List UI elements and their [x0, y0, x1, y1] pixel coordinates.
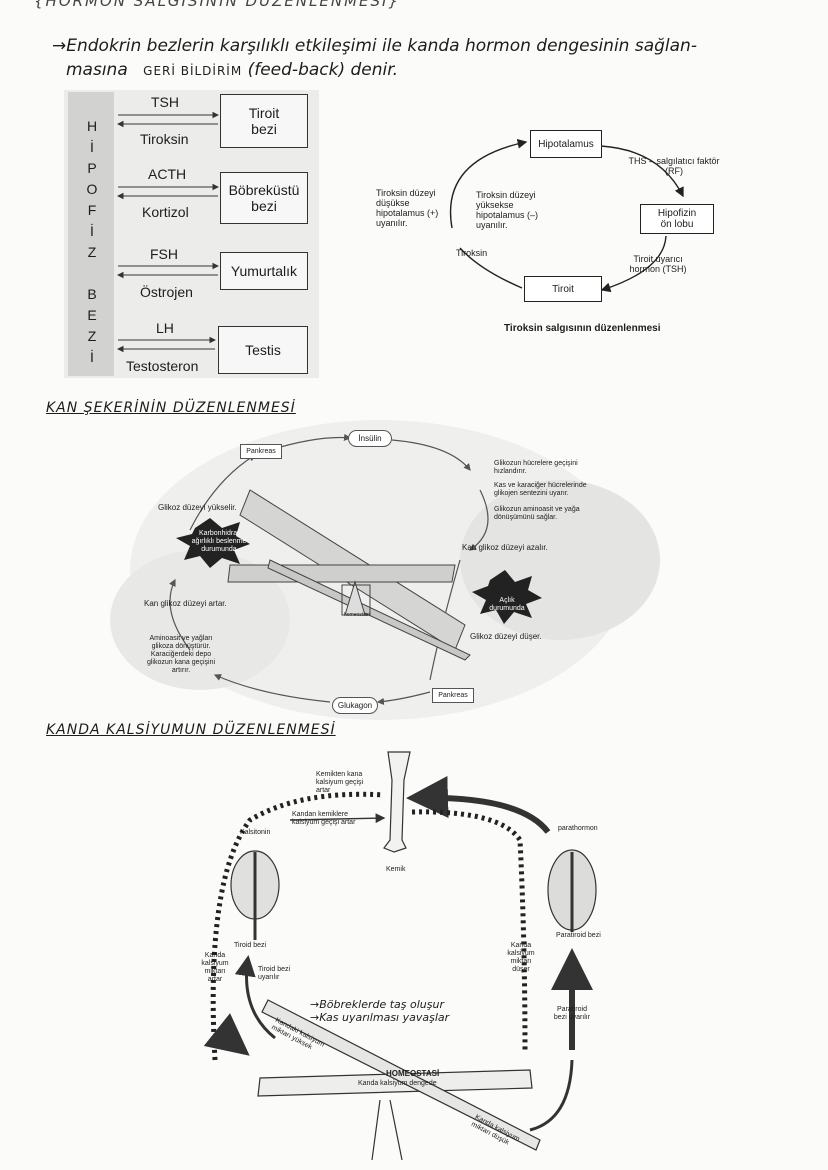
hipofiz-letter: İ	[90, 349, 94, 365]
tsh-label: TSH	[151, 94, 179, 110]
target-line: bezi	[251, 198, 277, 214]
target-line: Tiroit	[248, 105, 280, 121]
lh-label: LH	[156, 320, 174, 336]
definition-prefix: masına	[66, 60, 128, 80]
tiroid-uyarilir-label: Tiroid bezi uyarılır	[258, 966, 291, 981]
hipofiz-letter: O	[86, 181, 98, 197]
tiroksin-cycle-label: Tiroksin	[456, 248, 488, 258]
cut-title: {HORMON SALGISININ DÜZENLENMESİ}	[34, 0, 401, 10]
parathormon-label: parathormon	[558, 825, 598, 832]
tiroid-bezi-label: Tiroid bezi	[234, 942, 267, 949]
ostrojen-label: Östrojen	[140, 284, 193, 300]
ths-label: THS – salgılatıcı faktör (RF)	[628, 156, 720, 176]
hipofiz-arrows	[116, 111, 220, 353]
kan-glikoz-artar-label: Kan glikoz düzeyi artar.	[144, 599, 227, 608]
hipofiz-letter: İ	[90, 223, 94, 239]
yumurtalik-box: Yumurtalık	[220, 252, 308, 290]
kanda-artar-label: Kanda kalsiyum miktarı artar	[201, 952, 229, 983]
tiroit-box: Tiroit	[524, 276, 602, 302]
kan-glikoz-azalir-label: Kan glikoz düzeyi azalır.	[462, 543, 548, 552]
bobrekustu-bezi-box: Böbreküstü bezi	[220, 172, 308, 224]
fsh-label: FSH	[150, 246, 178, 262]
hipofiz-letter: H	[86, 118, 98, 134]
hipofiz-letter: Z	[87, 328, 97, 344]
glukagon-effects: Aminoasit ve yağları glikoza dönüştürür.…	[146, 635, 216, 674]
paratiroid-bezi-label: Paratiroid bezi	[556, 932, 601, 939]
kanda-duser-label: Kanda kalsiyum miktarı düşer	[507, 942, 535, 973]
geri-bildirim-label: GERİ BİLDİRİM	[143, 64, 243, 78]
target-line: Böbreküstü	[228, 182, 300, 198]
testis-box: Testis	[218, 326, 308, 374]
kan-sekeri-diagram	[110, 420, 660, 720]
glikoz-duser-label: Glikoz düzeyi düşer.	[470, 632, 542, 641]
low-tiroksin-note: Tiroksin düzeyi düşükse hipotalamus (+) …	[376, 188, 439, 228]
high-tiroksin-note: Tiroksin düzeyi yüksekse hipotalamus (–)…	[476, 190, 539, 230]
tiroksin-caption: Tiroksin salgısının düzenlenmesi	[504, 323, 661, 334]
hipofiz-line: Hipofizin	[657, 208, 697, 219]
glukagon-label: Glukagon	[332, 697, 378, 714]
hipofiz-column	[68, 92, 114, 376]
hipofiz-letter: P	[87, 160, 97, 176]
kemik-label: Kemik	[386, 866, 406, 873]
target-line: bezi	[251, 121, 277, 137]
kemikten-label: Kemikten kana kalsiyum geçişi artar	[316, 771, 364, 794]
hipofiz-line: ön lobu	[660, 219, 694, 230]
kandan-label: Kandan kemiklere kalsiyum geçişi artar	[292, 811, 356, 826]
homeostasi-label: HOMEOSTASİ	[386, 1069, 440, 1078]
hipofiz-letter: E	[87, 307, 97, 323]
denge-label: Kanda kalsiyum dengede	[358, 1080, 437, 1087]
target-line: Testis	[245, 342, 281, 358]
paratiroid-uyarilir-label: Paratiroid bezi uyarılır	[553, 1006, 591, 1021]
kalsitonin-label: Kalsitonin	[240, 829, 271, 836]
seesaw-label: homeostasi	[344, 612, 370, 618]
pankreas-bottom-box: Pankreas	[432, 688, 474, 703]
acth-label: ACTH	[148, 166, 187, 182]
kalsiyum-diagram	[203, 751, 597, 1160]
tsh-hormone-label: Tiroit uyarıcı hormon (TSH)	[629, 254, 687, 274]
target-line: Yumurtalık	[230, 263, 298, 279]
glikoz-yukselir-label: Glikoz düzeyi yükselir.	[158, 503, 237, 512]
kan-sekeri-title: KAN ŞEKERİNİN DÜZENLENMESİ	[46, 400, 296, 416]
hipofiz-vertical-label: H İ P O F İ Z B E Z İ	[80, 118, 104, 370]
definition-suffix: (feed-back) denir.	[247, 60, 399, 80]
kas-uyarilma-note: →Kas uyarılması yavaşlar	[310, 1011, 450, 1024]
definition-line-2: masına GERİ BİLDİRİM (feed-back) denir.	[66, 60, 398, 80]
insulin-effect-2: Kas ve karaciğer hücrelerinde glikojen s…	[494, 482, 587, 497]
karbonhidrat-burst-label: Karbonhidrat ağırlıklı beslenme durumund…	[191, 530, 247, 553]
pankreas-top-box: Pankreas	[240, 444, 282, 459]
bobrek-tas-note: →Böbreklerde taş oluşur	[310, 998, 444, 1011]
definition-line-1: →Endokrin bezlerin karşılıklı etkileşimi…	[52, 36, 697, 56]
hipofiz-on-lobu-box: Hipofizin ön lobu	[640, 204, 714, 234]
tiroksin-cycle-arrows	[449, 138, 684, 293]
tiroksin-label: Tiroksin	[140, 131, 189, 147]
insulin-effect-1: Glikozun hücrelere geçişini hızlandırır.	[494, 460, 578, 475]
insulin-label: İnsülin	[348, 430, 392, 447]
hipotalamus-box: Hipotalamus	[530, 130, 602, 158]
hipofiz-letter: Z	[87, 244, 97, 260]
testosteron-label: Testosteron	[126, 358, 199, 374]
hipofiz-letter: B	[87, 286, 97, 302]
insulin-effect-3: Glikozun aminoasit ve yağa dönüşümünü sa…	[494, 506, 580, 521]
kortizol-label: Kortizol	[142, 204, 189, 220]
aclik-burst-label: Açlık durumunda	[489, 597, 525, 612]
tiroit-bezi-box: Tiroit bezi	[220, 94, 308, 148]
kalsiyum-title: KANDA KALSİYUMUN DÜZENLENMESİ	[46, 722, 336, 738]
hipofiz-letter: F	[87, 202, 97, 218]
hipofiz-letter: İ	[90, 139, 94, 155]
